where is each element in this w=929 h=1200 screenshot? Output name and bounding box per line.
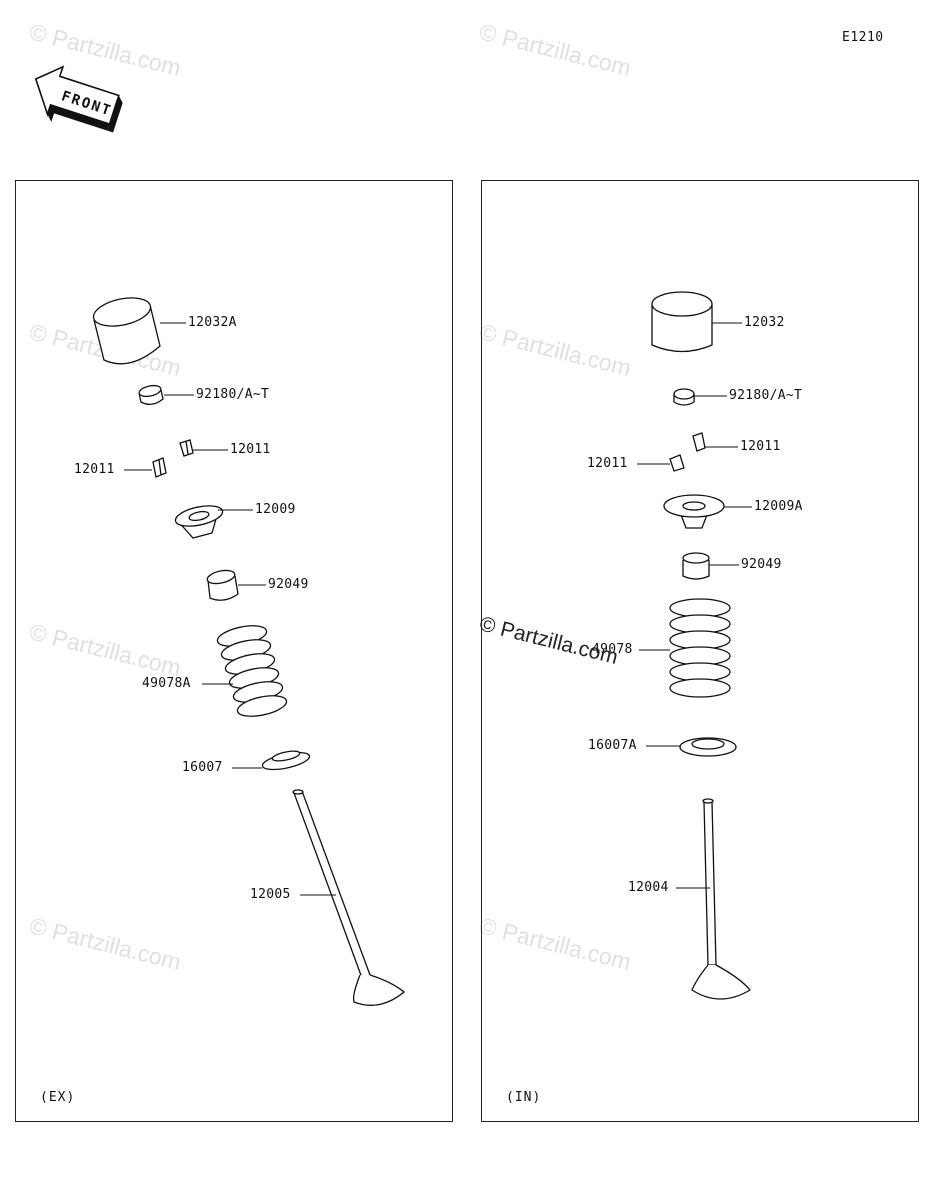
ex-shim-callout: 92180/A~T bbox=[196, 387, 270, 402]
ex-retainer-callout: 12009 bbox=[255, 502, 296, 517]
in-shim-callout: 92180/A~T bbox=[729, 388, 803, 403]
in-tappet-callout: 12032 bbox=[744, 315, 785, 330]
in-spring-callout: 49078 bbox=[592, 642, 633, 657]
ex-tappet-callout: 12032A bbox=[188, 315, 237, 330]
in-valve-callout: 12004 bbox=[628, 880, 669, 895]
ex-seat-callout: 16007 bbox=[182, 760, 223, 775]
in-cotter-left-callout: 12011 bbox=[587, 456, 628, 471]
ex-cotter-left-callout: 12011 bbox=[74, 462, 115, 477]
ex-spring-callout: 49078A bbox=[142, 676, 191, 691]
intake-panel-label: (IN) bbox=[506, 1090, 542, 1105]
in-cotter-right-callout: 12011 bbox=[740, 439, 781, 454]
in-seal-callout: 92049 bbox=[741, 557, 782, 572]
ex-seal-callout: 92049 bbox=[268, 577, 309, 592]
ex-valve-callout: 12005 bbox=[250, 887, 291, 902]
ex-cotter-right-callout: 12011 bbox=[230, 442, 271, 457]
in-seat-callout: 16007A bbox=[588, 738, 637, 753]
watermark: © Partzilla.com bbox=[26, 18, 184, 82]
exhaust-panel-label: (EX) bbox=[40, 1090, 76, 1105]
exhaust-panel: (EX) bbox=[15, 180, 453, 1122]
intake-panel: (IN) bbox=[481, 180, 919, 1122]
front-label: FRONT bbox=[59, 88, 114, 119]
diagram-code: E1210 bbox=[842, 30, 884, 45]
watermark: © Partzilla.com bbox=[476, 18, 634, 82]
in-retainer-callout: 12009A bbox=[754, 499, 803, 514]
